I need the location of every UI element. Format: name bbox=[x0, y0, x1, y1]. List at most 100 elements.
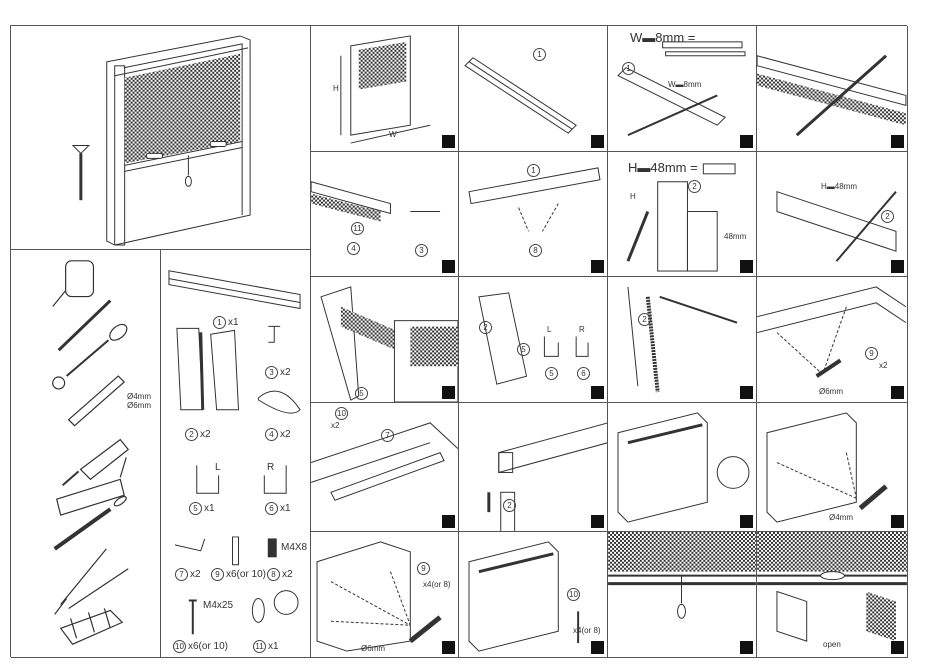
screwdriver-icon bbox=[52, 323, 128, 390]
screw-icon bbox=[71, 144, 91, 201]
step-10-label-b: 5 bbox=[517, 343, 532, 356]
step-17-label-part: 9 bbox=[417, 562, 432, 575]
step-12-illustration bbox=[757, 286, 907, 378]
tape-measure-icon bbox=[52, 260, 95, 307]
step-panel-16: Ø4mm bbox=[757, 403, 908, 532]
clip-part-icon bbox=[174, 538, 206, 552]
step-18-label-qty: x4(or 8) bbox=[573, 626, 601, 635]
step-20-illustration bbox=[757, 532, 907, 642]
step-panel-9: 5 bbox=[311, 277, 459, 403]
step-17-label-drill: Ø6mm bbox=[361, 644, 385, 653]
step-5-illustration bbox=[311, 181, 441, 222]
step-5-label-c: 3 bbox=[415, 244, 430, 257]
utility-knife-icon bbox=[67, 375, 126, 427]
step-11-label-part: 2 bbox=[638, 313, 653, 326]
step-3-label-formula: W▬8mm = bbox=[630, 30, 696, 45]
drill-bit-size-6: Ø6mm bbox=[127, 401, 151, 410]
step-7-label-dim: 48mm bbox=[724, 232, 747, 241]
step-7-illustration bbox=[626, 163, 736, 272]
step-panel-20: open bbox=[757, 532, 908, 658]
step-12-label-drill: Ø6mm bbox=[819, 387, 843, 396]
screw-m4x25-icon bbox=[188, 599, 197, 635]
step-number-badge bbox=[442, 515, 455, 528]
bracket-r-icon bbox=[263, 465, 287, 494]
step-number-badge bbox=[591, 386, 604, 399]
step-7-label-formula: H▬48mm = bbox=[628, 160, 698, 175]
step-number-badge bbox=[591, 641, 604, 654]
step-2-label-part: 1 bbox=[533, 48, 548, 61]
step-10-label-r: R bbox=[579, 325, 585, 334]
step-11-illustration bbox=[627, 286, 738, 393]
step-10-label-a: 2 bbox=[479, 321, 494, 334]
step-number-badge bbox=[891, 135, 904, 148]
step-13-label-part: 10 bbox=[335, 407, 350, 420]
step-number-badge bbox=[740, 135, 753, 148]
step-20-label-open: open bbox=[823, 640, 841, 649]
step-8-label-dim: H▬48mm bbox=[821, 182, 858, 191]
handle-part-icon bbox=[257, 390, 301, 414]
step-panel-17: 9 x4(or 8) Ø6mm bbox=[311, 532, 459, 658]
pliers-icon bbox=[54, 548, 129, 615]
bracket-l-icon bbox=[196, 465, 220, 494]
step-panel-2: 1 bbox=[459, 26, 608, 152]
step-panel-11: 2 bbox=[608, 277, 757, 403]
screw-m4x8-icon bbox=[267, 538, 277, 558]
screw-m4x25-spec: M4x25 bbox=[203, 600, 234, 611]
pull-cord-part-icon bbox=[251, 590, 299, 623]
step-8-label-part: 2 bbox=[881, 210, 896, 223]
step-9-illustration bbox=[320, 286, 458, 402]
hero-illustration-panel bbox=[11, 26, 311, 250]
step-1-label-w: W bbox=[389, 130, 397, 139]
step-18-illustration bbox=[468, 541, 580, 652]
step-13-label-qty: x2 bbox=[331, 421, 340, 430]
step-12-label-qty: x2 bbox=[879, 361, 888, 370]
step-number-badge bbox=[740, 260, 753, 273]
step-8-illustration bbox=[776, 190, 897, 262]
step-panel-19 bbox=[608, 532, 757, 658]
step-15-illustration bbox=[617, 412, 750, 523]
step-12-label-part: 9 bbox=[865, 347, 880, 360]
step-number-badge bbox=[740, 386, 753, 399]
step-4-illustration bbox=[757, 54, 907, 137]
step-5-label-b: 4 bbox=[347, 242, 362, 255]
step-number-badge bbox=[891, 641, 904, 654]
tools-panel: Ø4mm Ø6mm bbox=[11, 250, 161, 658]
step-10-illustration bbox=[478, 292, 589, 385]
step-number-badge bbox=[442, 386, 455, 399]
step-panel-15 bbox=[608, 403, 757, 532]
step-number-badge bbox=[891, 386, 904, 399]
step-14-illustration bbox=[487, 422, 607, 531]
step-panel-8: H▬48mm 2 bbox=[757, 152, 908, 277]
step-6-label-b: 8 bbox=[529, 244, 544, 257]
step-9-label-part: 5 bbox=[355, 387, 370, 400]
step-19-illustration bbox=[608, 532, 756, 619]
step-panel-4 bbox=[757, 26, 908, 152]
pencil-icon bbox=[57, 299, 112, 352]
step-number-badge bbox=[891, 260, 904, 273]
step-number-badge bbox=[442, 260, 455, 273]
screen-window-illustration bbox=[71, 35, 251, 246]
step-panel-14: 2 bbox=[459, 403, 608, 532]
step-number-badge bbox=[740, 515, 753, 528]
step-17-label-qty: x4(or 8) bbox=[423, 580, 451, 589]
step-10-label-l: L bbox=[547, 325, 552, 334]
side-rail-part-icon bbox=[176, 327, 240, 411]
drill-bit-size-4: Ø4mm bbox=[127, 392, 151, 401]
hacksaw-icon bbox=[55, 457, 127, 516]
step-number-badge bbox=[442, 135, 455, 148]
